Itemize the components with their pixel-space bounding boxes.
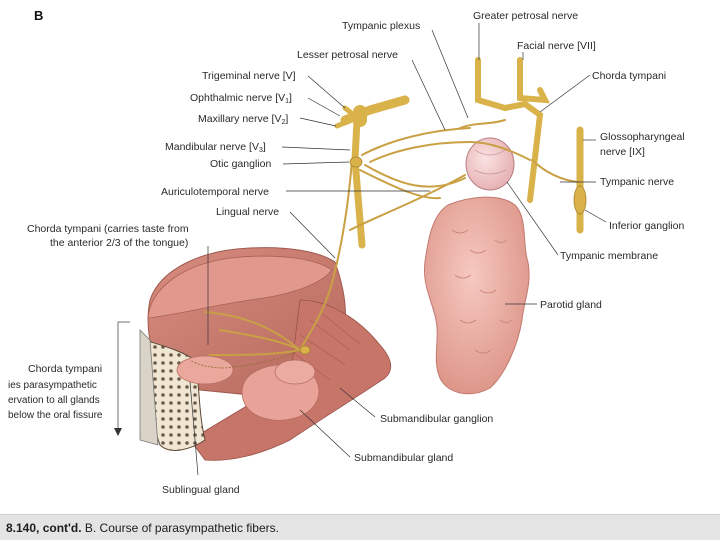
tympanic-membrane-detail (473, 149, 507, 175)
caption-text: B. Course of parasympathetic fibers. (81, 521, 279, 535)
parotid-gland (423, 196, 530, 395)
submandibular-gland-deep (274, 359, 316, 385)
label-maxillary-nerve: Maxillary nerve [V2] (198, 113, 288, 126)
otic-ganglion (349, 156, 363, 168)
leader-lines (114, 23, 607, 476)
label-tympanic-plexus: Tympanic plexus (342, 20, 420, 32)
maxillary-nerve (334, 117, 355, 129)
label-chorda-para-2: ies parasympathetic (8, 380, 97, 391)
figure-caption: 8.140, cont'd. B. Course of parasympathe… (0, 514, 720, 540)
label-trigeminal-nerve: Trigeminal nerve [V] (202, 70, 296, 82)
label-parotid-gland: Parotid gland (540, 299, 602, 311)
greater-petrosal-nerve (475, 57, 508, 111)
label-ophthalmic-nerve: Ophthalmic nerve [V1] (190, 92, 292, 105)
parotid-lobule-texture (451, 229, 513, 354)
submandibular-ganglion (299, 345, 311, 355)
caption-figure-number: 8.140, cont'd. (6, 521, 82, 535)
tympanic-membrane (465, 137, 515, 191)
label-mandibular-nerve: Mandibular nerve [V3] (165, 141, 266, 154)
tongue-dorsum (147, 255, 333, 319)
label-chorda-taste-2: the anterior 2/3 of the tongue) (50, 237, 188, 249)
label-facial-nerve: Facial nerve [VII] (517, 40, 596, 52)
tympanic-nerve-branch (531, 159, 579, 183)
label-chorda-para-3: ervation to all glands (8, 395, 100, 406)
auriculotemporal-nerve (359, 169, 441, 200)
lingual-nerve (299, 159, 353, 351)
facial-nerve (517, 57, 551, 104)
label-chorda-para-4: below the oral fissure (8, 410, 103, 421)
label-submandibular-ganglion: Submandibular ganglion (380, 413, 493, 425)
panel-letter: B (34, 8, 43, 23)
mandible-edge (139, 329, 159, 446)
facial-canal (502, 100, 544, 203)
label-lesser-petrosal-nerve: Lesser petrosal nerve (297, 49, 398, 61)
parasympathetic-fibers-floor (189, 347, 306, 369)
label-chorda-para-1: Chorda tympani (28, 363, 102, 375)
chorda-to-lingual (349, 174, 466, 231)
lesser-petrosal-nerve (361, 127, 471, 156)
inferior-ganglion (573, 185, 587, 215)
label-sublingual-gland: Sublingual gland (162, 484, 240, 496)
label-inferior-ganglion: Inferior ganglion (609, 220, 684, 232)
chorda-tympani-nerve (369, 140, 531, 163)
label-submandibular-gland: Submandibular gland (354, 452, 453, 464)
label-greater-petrosal-nerve: Greater petrosal nerve (473, 10, 578, 22)
label-glossopharyngeal-1: Glossopharyngeal (600, 131, 685, 143)
label-tympanic-nerve: Tympanic nerve (600, 176, 674, 188)
label-otic-ganglion: Otic ganglion (210, 158, 271, 170)
tympanic-to-otic-fiber (364, 164, 466, 188)
lingual-branches (204, 311, 301, 356)
sublingual-gland (176, 355, 234, 385)
label-chorda-taste-1: Chorda tympani (carries taste from (27, 223, 189, 235)
label-tympanic-membrane: Tympanic membrane (560, 250, 658, 262)
label-auriculotemporal-nerve: Auriculotemporal nerve (161, 186, 269, 198)
label-lingual-nerve: Lingual nerve (216, 206, 279, 218)
tympanic-plexus (459, 119, 506, 129)
label-glossopharyngeal-2: nerve [IX] (600, 146, 645, 158)
label-chorda-tympani-top: Chorda tympani (592, 70, 666, 82)
